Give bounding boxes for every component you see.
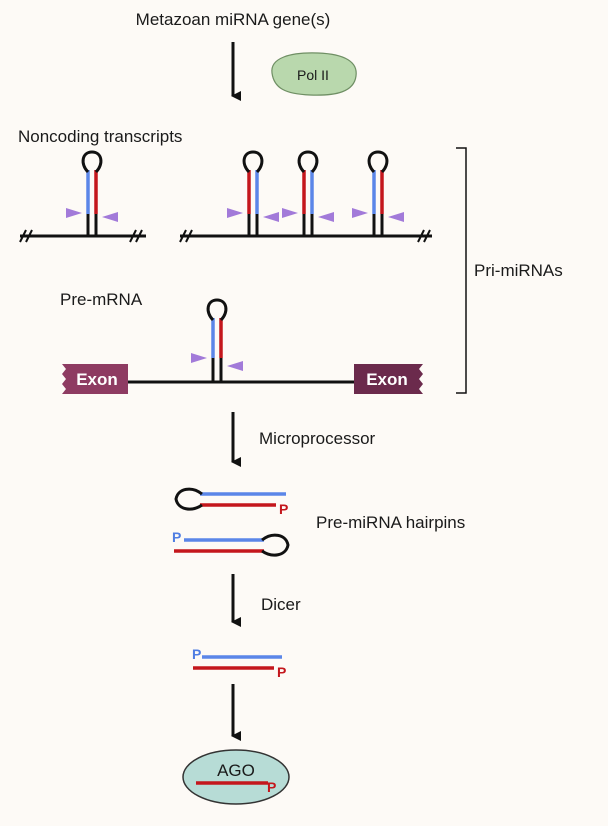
hairpin bbox=[352, 150, 404, 236]
hairpin bbox=[227, 150, 279, 236]
phosphate-label: P bbox=[277, 664, 286, 680]
pre-mirna-hairpins-label: Pre-miRNA hairpins bbox=[316, 513, 465, 532]
hairpin bbox=[282, 150, 334, 236]
pol-ii-blob: Pol II bbox=[271, 52, 357, 96]
noncoding-transcript-single bbox=[19, 150, 146, 243]
microprocessor-label: Microprocessor bbox=[259, 429, 376, 448]
pri-mirnas-label: Pri-miRNAs bbox=[474, 261, 563, 280]
phosphate-label: P bbox=[279, 501, 288, 517]
pol-ii-label: Pol II bbox=[297, 67, 329, 83]
hairpin bbox=[191, 298, 243, 382]
noncoding-transcripts-label: Noncoding transcripts bbox=[18, 127, 182, 146]
exon-left: Exon bbox=[62, 364, 128, 394]
mirna-duplex: P P bbox=[192, 646, 286, 680]
break-mark bbox=[19, 229, 33, 243]
break-mark bbox=[129, 229, 143, 243]
phosphate-label: P bbox=[172, 529, 181, 545]
ago-label: AGO bbox=[217, 761, 255, 780]
pre-mrna: Exon Exon bbox=[62, 298, 423, 394]
exon-right-label: Exon bbox=[366, 370, 408, 389]
exon-left-label: Exon bbox=[76, 370, 118, 389]
ago-protein: AGO P bbox=[182, 749, 290, 805]
break-mark bbox=[179, 229, 193, 243]
hairpin bbox=[66, 150, 118, 236]
break-mark bbox=[417, 229, 431, 243]
phosphate-label: P bbox=[192, 646, 201, 662]
pre-mirna-hairpin-2: P bbox=[172, 529, 290, 557]
pri-mirna-bracket bbox=[456, 147, 467, 394]
exon-right: Exon bbox=[354, 364, 423, 394]
pre-mrna-label: Pre-mRNA bbox=[60, 290, 143, 309]
title-label: Metazoan miRNA gene(s) bbox=[136, 10, 331, 29]
noncoding-transcript-cluster bbox=[179, 150, 432, 243]
phosphate-label: P bbox=[267, 779, 276, 795]
pre-mirna-hairpin-1: P bbox=[174, 487, 288, 517]
dicer-label: Dicer bbox=[261, 595, 301, 614]
